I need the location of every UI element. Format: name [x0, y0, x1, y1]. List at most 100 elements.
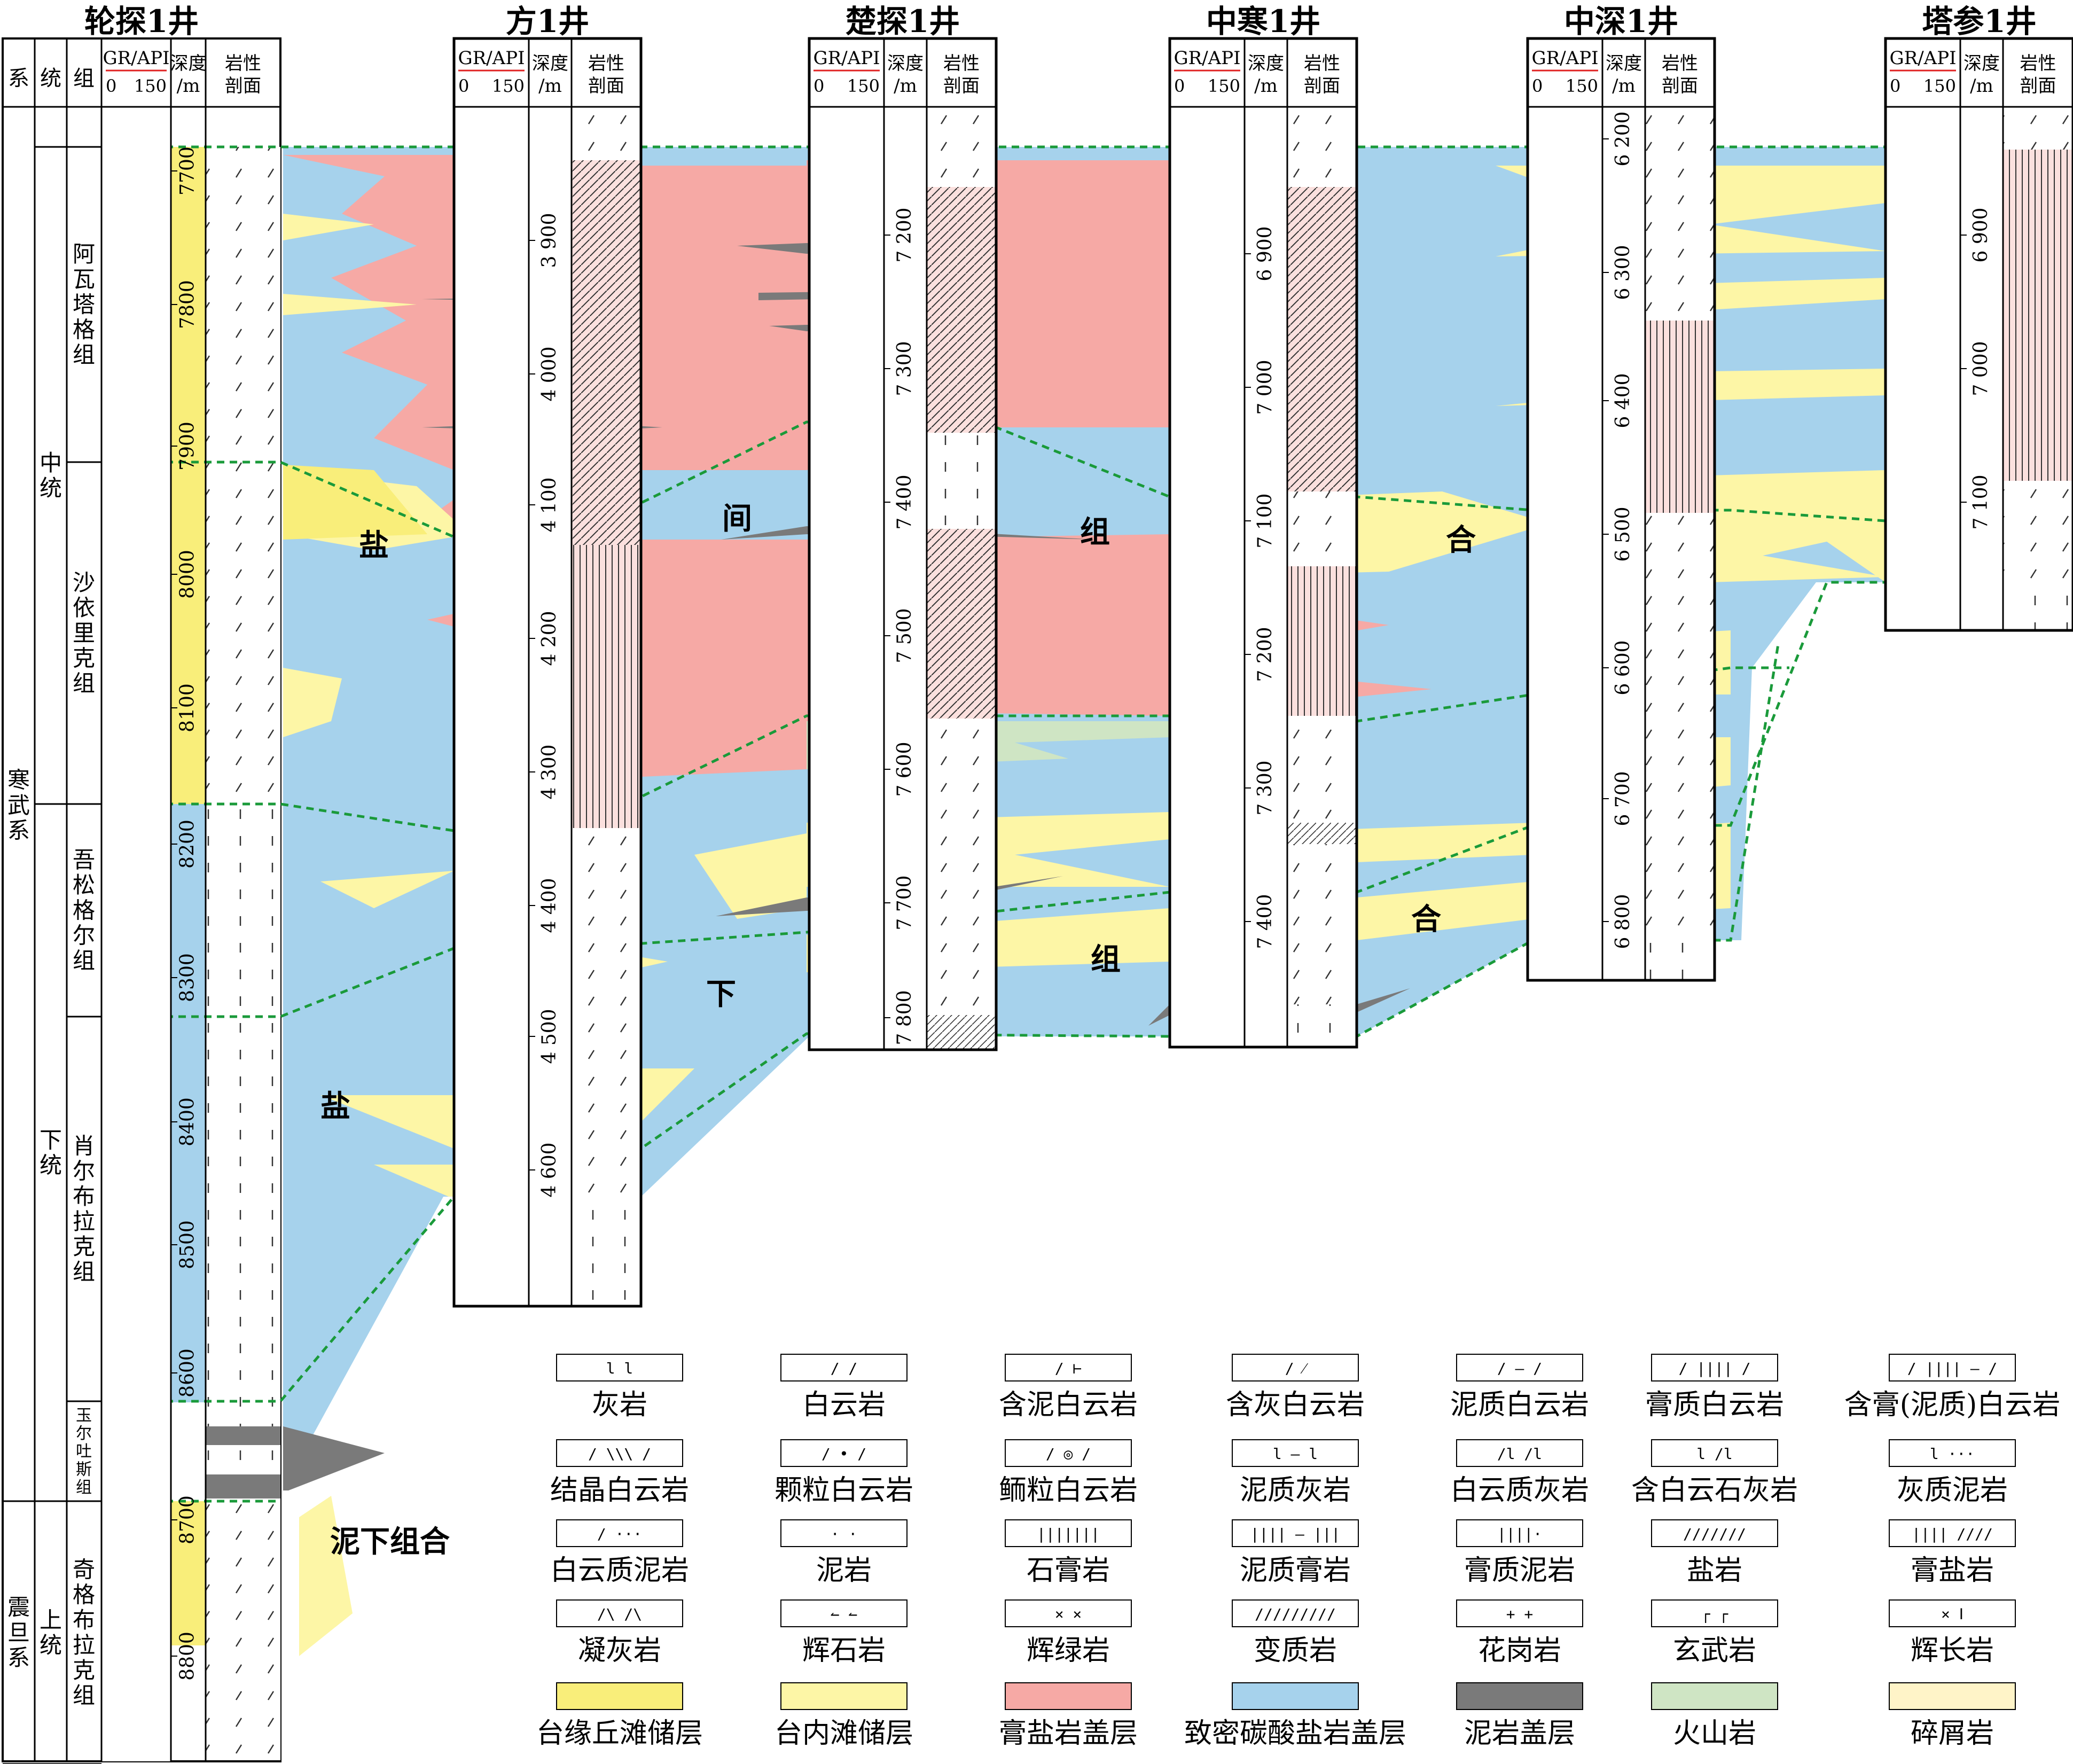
lith-interval	[1645, 940, 1715, 980]
gr-label: GR/API	[1531, 48, 1598, 69]
lith-head: 岩性	[225, 53, 261, 74]
legend-item: / |||| /膏质白云岩	[1645, 1354, 1784, 1421]
lith-interval	[572, 1202, 641, 1306]
formation-label: 尔	[76, 1424, 92, 1443]
legend-label: 白云岩	[802, 1389, 886, 1421]
lith-head2: 剖面	[1304, 75, 1340, 97]
depth-label: 6 400	[1612, 373, 1634, 428]
lith-head2: 剖面	[225, 75, 261, 97]
track-bg	[101, 107, 171, 1761]
track-bg	[809, 107, 927, 1050]
depth-label: 6 600	[1612, 640, 1634, 695]
depth-head: 深度	[532, 53, 568, 74]
depth-label: 8100	[177, 683, 199, 732]
legend-swatch	[1456, 1599, 1583, 1627]
formation-label: 塔	[73, 291, 95, 317]
series-label: 统	[40, 475, 62, 501]
depth-unit: /m	[538, 75, 562, 97]
depth-unit: /m	[1612, 75, 1636, 97]
legend-swatch	[556, 1599, 683, 1627]
legend-pattern: / ◎ /	[1046, 1445, 1091, 1463]
legend-label: 台内滩储层	[775, 1718, 913, 1750]
depth-label: 8500	[177, 1220, 199, 1269]
series-label: 下	[40, 1127, 62, 1153]
formation-label: 拉	[73, 1632, 95, 1658]
depth-unit: /m	[177, 75, 200, 97]
legend-label: 辉石岩	[802, 1635, 886, 1667]
legend-item: ┌ ┌玄武岩	[1651, 1599, 1778, 1667]
legend-item: /////////变质岩	[1232, 1599, 1359, 1667]
depth-label: 6 500	[1612, 506, 1634, 561]
legend-label: 致密碳酸盐岩盖层	[1184, 1718, 1406, 1750]
well-title: 塔参1井	[1922, 3, 2036, 40]
legend-swatch	[1889, 1519, 2016, 1547]
legend-pattern: l l	[606, 1360, 633, 1377]
lith-interval	[1287, 566, 1357, 716]
depth-label: 8700	[177, 1495, 199, 1544]
annotation-label: 下	[706, 977, 736, 1012]
legend-item: / |||| – /含膏(泥质)白云岩	[1844, 1354, 2060, 1421]
legend-item: 膏盐岩盖层	[999, 1682, 1138, 1750]
gr-max: 150	[1566, 76, 1598, 96]
legend-pattern: l /l	[1696, 1445, 1732, 1463]
gr-min: 0	[458, 76, 469, 96]
gr-max: 150	[847, 76, 880, 96]
legend-pattern: /l /l	[1497, 1445, 1542, 1463]
legend-pattern: / |||| – /	[1907, 1360, 1998, 1377]
legend-swatch	[780, 1354, 908, 1381]
header-tong: 统	[40, 66, 61, 91]
gr-min: 0	[1174, 76, 1185, 96]
annotations: 盐间组合盐下组合泥下组合	[320, 501, 1476, 1559]
depth-label: 7 400	[894, 474, 916, 529]
lith-interval	[1287, 187, 1357, 491]
legend-item: 碎屑岩	[1889, 1682, 2016, 1750]
legend-swatch	[1232, 1439, 1359, 1467]
depth-label: 4 300	[538, 744, 560, 799]
legend-swatch	[1005, 1599, 1132, 1627]
legend-label: 结晶白云岩	[550, 1474, 689, 1507]
legend-label: 膏质泥岩	[1464, 1555, 1575, 1587]
legend-item: 泥岩盖层	[1456, 1682, 1583, 1750]
annotation-label: 泥下组合	[330, 1524, 450, 1559]
lith-head: 岩性	[1662, 53, 1698, 74]
legend-label: 花岗岩	[1478, 1635, 1561, 1667]
depth-label: 4 400	[538, 878, 560, 933]
depth-label: 6 200	[1612, 111, 1634, 166]
legend-swatch	[1232, 1682, 1359, 1710]
formation-label: 松	[73, 872, 95, 898]
legend-swatch	[1005, 1439, 1132, 1467]
legend-pattern: × ×	[1055, 1605, 1082, 1623]
depth-label: 6 900	[1970, 207, 1992, 262]
gr-min: 0	[813, 76, 824, 96]
legend-label: 膏质白云岩	[1645, 1389, 1784, 1421]
depth-label: 8400	[177, 1097, 199, 1146]
lith-interval	[927, 529, 996, 719]
formation-label: 玉	[76, 1407, 92, 1425]
depth-label: 7 300	[894, 341, 916, 396]
legend-swatch	[1651, 1354, 1778, 1381]
well-title: 方1井	[506, 3, 589, 40]
system-label: 寒	[7, 767, 30, 793]
formation-label: 里	[73, 620, 95, 646]
legend-pattern: / /	[831, 1360, 858, 1377]
depth-label: 7800	[177, 280, 199, 329]
legend-item: l ···灰质泥岩	[1889, 1439, 2016, 1507]
lith-interval	[927, 187, 996, 433]
depth-label: 8600	[177, 1348, 199, 1398]
formation-label: 克	[73, 1657, 95, 1683]
gr-max: 150	[1208, 76, 1240, 96]
depth-label: 3 900	[538, 213, 560, 268]
annotation-label: 合	[1446, 522, 1476, 558]
track-bg	[1886, 107, 2003, 630]
annotation-label: 盐	[359, 528, 389, 563]
annotation-label: 盐	[320, 1089, 350, 1124]
legend-swatch	[780, 1682, 908, 1710]
depth-label: 4 500	[538, 1009, 560, 1064]
formation-label: 格	[73, 316, 95, 342]
well-title: 中深1井	[1564, 3, 1678, 40]
